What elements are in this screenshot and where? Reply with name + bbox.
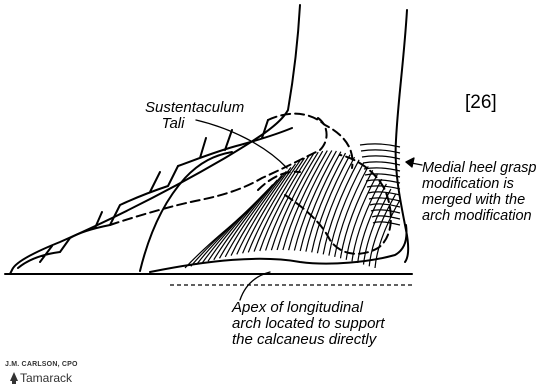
sustentaculum-tali-label: Sustentaculum Tali xyxy=(145,100,244,132)
tamarack-logo-icon xyxy=(10,372,18,384)
hatch-line xyxy=(260,156,309,251)
credit-company: Tamarack xyxy=(20,371,72,385)
toe-bones xyxy=(18,166,178,268)
heel-hatch-line xyxy=(363,162,400,165)
heel-grasp-arrowhead xyxy=(406,158,414,167)
credit-author: J.M. CARLSON, CPO xyxy=(5,361,78,368)
heel-hatch-line xyxy=(361,150,400,153)
hatch-line xyxy=(335,166,369,257)
heel-grasp-label: Medial heel grasp modification is merged… xyxy=(422,160,536,224)
reference-number: [26] xyxy=(465,92,497,114)
heel-hatch-line xyxy=(362,156,400,159)
heel-hatch-line xyxy=(360,144,400,147)
hatch-line xyxy=(341,170,373,258)
heel-hatch-line xyxy=(366,180,400,183)
heel-hatch-line xyxy=(373,222,400,225)
hatch-line xyxy=(329,163,364,256)
apex-label: Apex of longitudinal arch located to sup… xyxy=(232,300,385,348)
apex-leader xyxy=(240,272,270,300)
